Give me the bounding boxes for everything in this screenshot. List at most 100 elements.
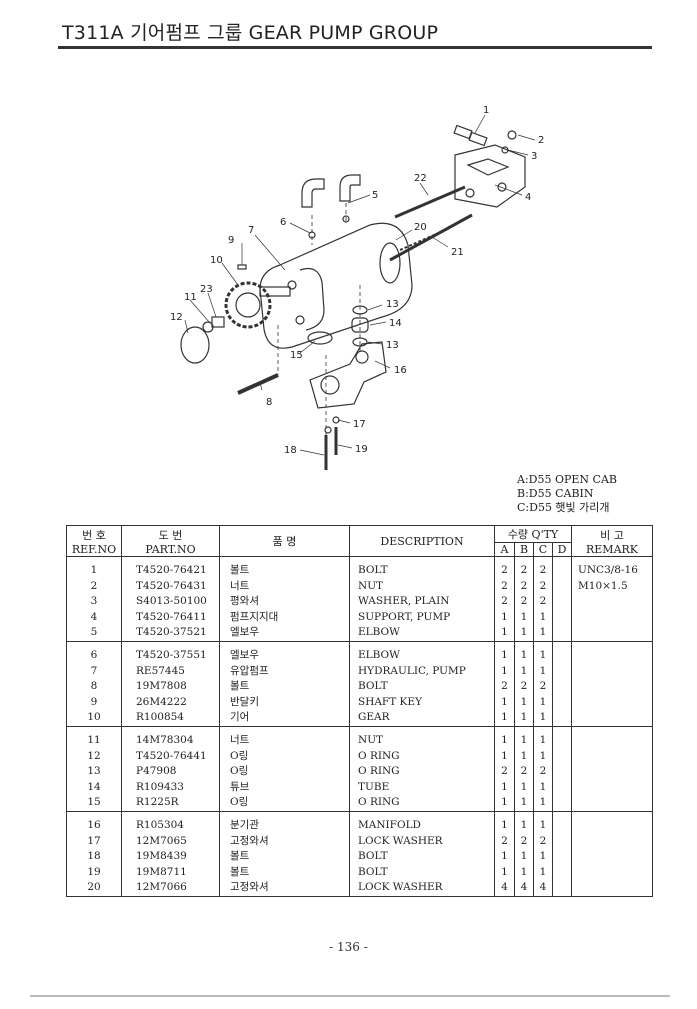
qty-c-cell: 2 [533, 578, 553, 595]
qty-b-cell: 1 [514, 795, 534, 812]
gear-pump-exploded-diagram: 1 2 3 4 5 6 7 8 9 10 11 12 13 14 13 15 1… [170, 105, 544, 470]
description-cell: BOLT [349, 864, 495, 881]
part-number-cell: 19M7808 [121, 679, 220, 695]
callout-4: 4 [525, 192, 531, 203]
qty-b-cell: 1 [514, 694, 534, 711]
part-number-cell: T4520-76421 [121, 563, 220, 579]
qty-c-cell: 1 [533, 694, 553, 711]
parts-table: 번 호 REF.NO 도 번 PART.NO 품 명 DESCRIPTION 수… [66, 525, 654, 897]
description-cell: WASHER, PLAIN [349, 594, 495, 610]
remark-cell [571, 647, 654, 664]
remark-cell [571, 732, 654, 749]
description-cell: O RING [349, 748, 495, 765]
korean-name-cell: 볼트 [219, 679, 350, 695]
qty-b-cell: 2 [514, 594, 534, 610]
korean-name-cell: 너트 [219, 578, 350, 595]
description-cell: O RING [349, 764, 495, 780]
qty-d-cell [551, 563, 573, 579]
qty-c-cell: 2 [533, 563, 553, 579]
remark-cell [571, 679, 654, 695]
page-bottom-edge [30, 995, 670, 997]
qty-a-cell: 1 [494, 710, 515, 727]
remark-cell [571, 694, 654, 711]
remark-cell [571, 710, 654, 727]
description-cell: ELBOW [349, 647, 495, 664]
ref-cell: 2 [66, 578, 122, 595]
description-cell: NUT [349, 578, 495, 595]
header-qty-c: C [533, 542, 553, 557]
callout-23: 23 [200, 284, 213, 295]
qty-c-cell: 2 [533, 679, 553, 695]
description-cell: O RING [349, 795, 495, 812]
header-remark: 비 고 REMARK [571, 525, 654, 557]
qty-d-cell [551, 864, 573, 881]
header-qty-a: A [494, 542, 515, 557]
callout-13b: 13 [386, 340, 399, 351]
qty-c-cell: 1 [533, 849, 553, 865]
korean-name-cell: O링 [219, 748, 350, 765]
qty-b-cell: 1 [514, 663, 534, 680]
callout-21: 21 [451, 247, 464, 258]
description-cell: BOLT [349, 563, 495, 579]
remark-cell: M10×1.5 [571, 578, 654, 595]
part-number-cell: T4520-37521 [121, 625, 220, 642]
qty-a-cell: 2 [494, 764, 515, 780]
ref-cell: 17 [66, 833, 122, 850]
qty-a-cell: 1 [494, 748, 515, 765]
korean-name-cell: 고정와셔 [219, 833, 350, 850]
qty-b-cell: 1 [514, 849, 534, 865]
description-cell: SUPPORT, PUMP [349, 609, 495, 626]
qty-a-cell: 1 [494, 647, 515, 664]
qty-b-cell: 2 [514, 563, 534, 579]
qty-d-cell [551, 764, 573, 780]
callout-22: 22 [414, 173, 427, 184]
callout-18: 18 [284, 445, 297, 456]
qty-b-cell: 1 [514, 817, 534, 834]
description-cell: LOCK WASHER [349, 880, 495, 897]
callout-11: 11 [184, 292, 197, 303]
qty-c-cell: 1 [533, 663, 553, 680]
qty-a-cell: 2 [494, 679, 515, 695]
qty-d-cell [551, 578, 573, 595]
legend-line-c: C:D55 햇빛 가리개 [517, 501, 610, 514]
remark-cell [571, 625, 654, 642]
korean-name-cell: 볼트 [219, 864, 350, 881]
korean-name-cell: O링 [219, 795, 350, 812]
callout-17: 17 [353, 419, 366, 430]
qty-a-cell: 2 [494, 578, 515, 595]
callout-3: 3 [531, 151, 537, 162]
qty-c-cell: 1 [533, 732, 553, 749]
qty-b-cell: 1 [514, 864, 534, 881]
page-title: T311A 기어펌프 그룹 GEAR PUMP GROUP [62, 22, 439, 44]
ref-cell: 15 [66, 795, 122, 812]
qty-a-cell: 1 [494, 849, 515, 865]
qty-b-cell: 1 [514, 748, 534, 765]
remark-cell [571, 764, 654, 780]
callout-5: 5 [372, 190, 378, 201]
qty-d-cell [551, 694, 573, 711]
qty-b-cell: 2 [514, 833, 534, 850]
korean-name-cell: 고정와셔 [219, 880, 350, 897]
part-number-cell: R1225R [121, 795, 220, 812]
part-number-cell: T4520-76441 [121, 748, 220, 765]
part-number-cell: 14M78304 [121, 732, 220, 749]
description-cell: MANIFOLD [349, 817, 495, 834]
group-spacer [66, 811, 654, 818]
group-spacer [66, 726, 654, 733]
header-name-kor: 품 명 [219, 525, 350, 557]
ref-cell: 7 [66, 663, 122, 680]
legend-line-a: A:D55 OPEN CAB [517, 473, 617, 486]
korean-name-cell: 엘보우 [219, 647, 350, 664]
remark-cell [571, 795, 654, 812]
callout-6: 6 [280, 217, 286, 228]
ref-cell: 13 [66, 764, 122, 780]
remark-cell [571, 833, 654, 850]
